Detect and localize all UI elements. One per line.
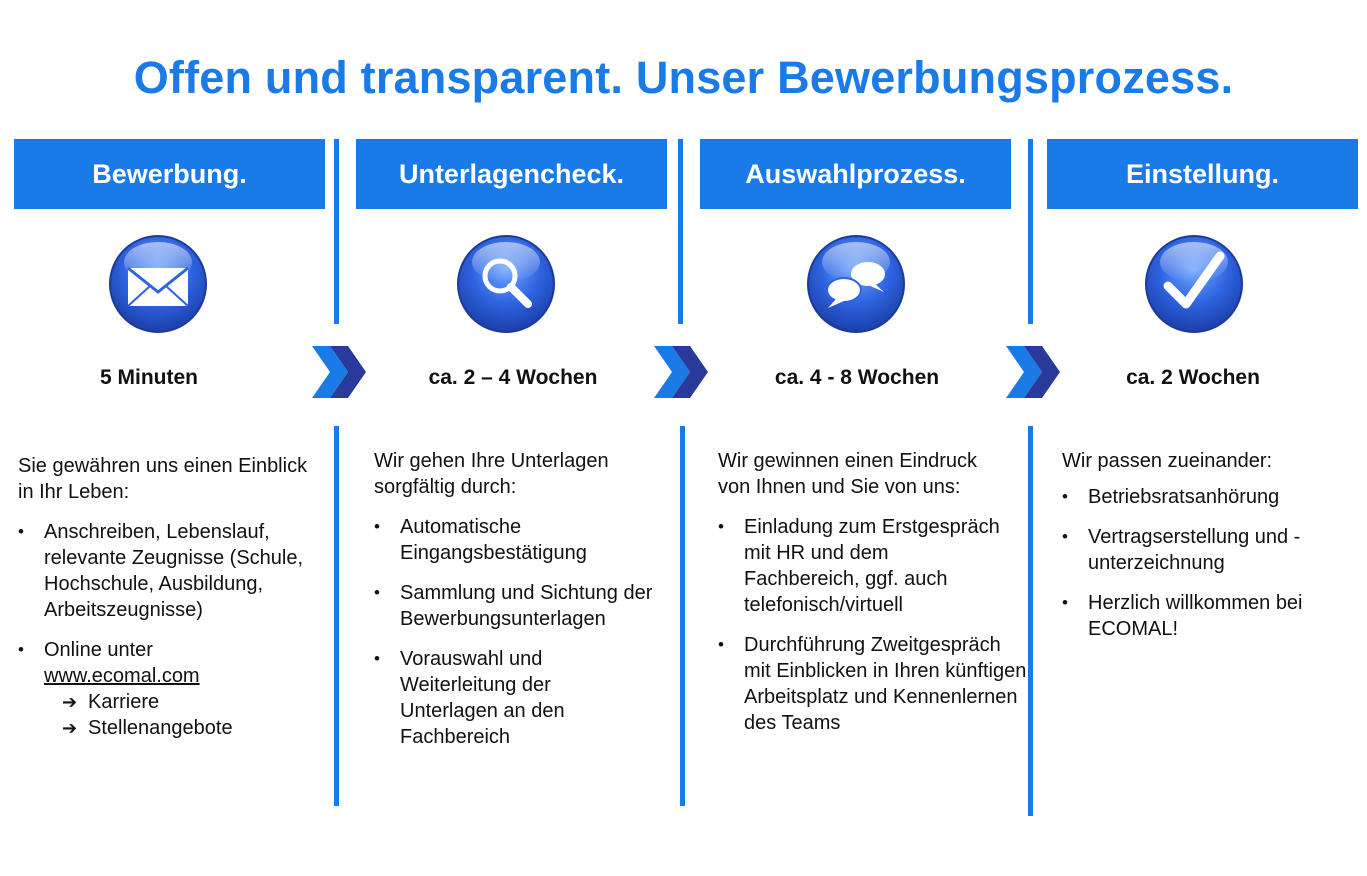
list-item: Automatische Eingangsbestätigung bbox=[374, 514, 630, 566]
list-item: Einladung zum Erstgespräch mit HR und de… bbox=[718, 514, 1004, 618]
ecomal-link[interactable]: www.ecomal.com bbox=[44, 665, 200, 687]
separator-2-top bbox=[678, 139, 683, 324]
separator-1-bottom bbox=[334, 426, 339, 806]
sub-item-label: Stellenangebote bbox=[88, 717, 233, 739]
separator-3-top bbox=[1028, 139, 1033, 324]
sub-item: ➔ Karriere bbox=[62, 689, 318, 715]
separator-2-bottom bbox=[680, 426, 685, 806]
sub-list: ➔ Karriere ➔ Stellenangebote bbox=[18, 689, 318, 741]
step-intro: Wir gehen Ihre Unterlagen sorgfältig dur… bbox=[374, 450, 609, 498]
step-description-bewerbung: Sie gewähren uns einen Einblick in Ihr L… bbox=[18, 453, 318, 741]
list-item: Sammlung und Sichtung der Bewerbungsunte… bbox=[374, 580, 660, 632]
step-header-auswahlprozess: Auswahlprozess. bbox=[700, 139, 1011, 209]
speech-bubbles-icon bbox=[806, 234, 906, 334]
step-header-einstellung: Einstellung. bbox=[1047, 139, 1358, 209]
step-intro: Wir gewinnen einen Eindruck von Ihnen un… bbox=[718, 450, 978, 498]
chevron-right-icon bbox=[1006, 346, 1060, 398]
arrow-right-icon: ➔ bbox=[62, 718, 78, 738]
page-title: Offen und transparent. Unser Bewerbungsp… bbox=[133, 52, 1234, 103]
step-description-einstellung: Wir passen zueinander: Betriebsratsanhör… bbox=[1062, 448, 1352, 642]
step-description-auswahlprozess: Wir gewinnen einen Eindruck von Ihnen un… bbox=[718, 448, 1026, 736]
step-description-unterlagencheck: Wir gehen Ihre Unterlagen sorgfältig dur… bbox=[374, 448, 659, 750]
list-item: Vorauswahl und Weiterleitung der Unterla… bbox=[374, 646, 610, 750]
list-item: Betriebsratsanhörung bbox=[1062, 484, 1352, 510]
step-duration: ca. 2 Wochen bbox=[1126, 366, 1260, 389]
list-item: Online unter www.ecomal.com bbox=[18, 637, 318, 689]
magnifier-icon bbox=[456, 234, 556, 334]
list-item: Vertragserstellung und -unterzeichnung bbox=[1062, 524, 1328, 576]
list-item: Durchführung Zweitgespräch mit Einblicke… bbox=[718, 632, 1029, 736]
sub-item-label: Karriere bbox=[88, 691, 160, 713]
envelope-icon bbox=[108, 234, 208, 334]
checkmark-icon bbox=[1144, 234, 1244, 334]
list-item: Herzlich willkommen bei ECOMAL! bbox=[1062, 590, 1348, 642]
sub-item: ➔ Stellenangebote bbox=[62, 715, 318, 741]
step-intro: Wir passen zueinander: bbox=[1062, 450, 1273, 472]
step-intro: Sie gewähren uns einen Einblick in Ihr L… bbox=[18, 455, 308, 503]
chevron-right-icon bbox=[312, 346, 366, 398]
separator-1-top bbox=[334, 139, 339, 324]
step-duration: ca. 4 - 8 Wochen bbox=[774, 366, 940, 389]
arrow-right-icon: ➔ bbox=[62, 692, 78, 712]
chevron-right-icon bbox=[654, 346, 708, 398]
list-item-label: Online unter bbox=[44, 639, 153, 661]
step-header-bewerbung: Bewerbung. bbox=[14, 139, 325, 209]
list-item: Anschreiben, Lebenslauf, relevante Zeugn… bbox=[18, 519, 318, 623]
separator-3-bottom bbox=[1028, 426, 1033, 816]
step-header-unterlagencheck: Unterlagencheck. bbox=[356, 139, 667, 209]
step-duration: 5 Minuten bbox=[100, 366, 198, 389]
step-duration: ca. 2 – 4 Wochen bbox=[428, 366, 598, 389]
